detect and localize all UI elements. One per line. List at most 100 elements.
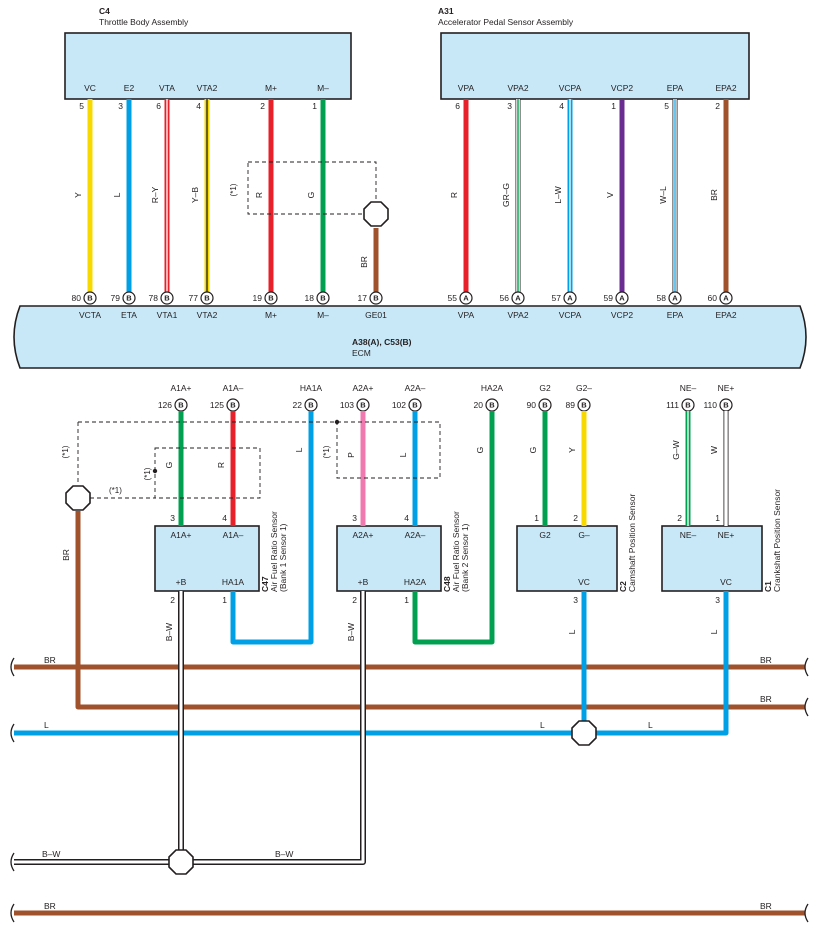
heater-feed-1-stripe — [14, 591, 183, 864]
sensor-name-C48: Air Fuel Ratio Sensor — [451, 511, 461, 592]
sensor-C2-top-num-0: 1 — [534, 513, 539, 523]
throttle-pin-label-5: M– — [317, 83, 329, 93]
pedal-wire-code-5: BR — [709, 189, 719, 201]
br-bus-3-break-right — [804, 903, 809, 923]
sensor-C48-bottom-label-1: HA2A — [404, 577, 427, 587]
sensor-C1-bottom-num-0: 3 — [715, 595, 720, 605]
pedal-wire-code-4: W–L — [658, 186, 668, 204]
ecm-bottom-label-7: G2– — [576, 383, 592, 393]
sensor-code-C47: C47 — [260, 576, 270, 592]
ecm-pin-label-VTA2: VTA2 — [197, 310, 218, 320]
sensor-code-C2: C2 — [618, 581, 628, 592]
pedal-pin-label-0: VPA — [458, 83, 475, 93]
sensor-C48-top-num-0: 3 — [352, 513, 357, 523]
throttle-wire-code-0: Y — [73, 192, 83, 198]
a1a-plus-wire-code: G — [164, 462, 174, 469]
sensor-C48-top-num-1: 4 — [404, 513, 409, 523]
sensor-C47-bottom-label-1: HA1A — [222, 577, 245, 587]
ecm-conn-56-icon — [511, 291, 525, 305]
heater-feed-1 — [14, 591, 184, 865]
ecm-conn-78-letter: B — [164, 294, 170, 303]
throttle-wire-code-3: Y–B — [190, 187, 200, 203]
sensor-C1-bottom-label-0: VC — [720, 577, 732, 587]
ecm-conn-60-letter: A — [723, 294, 729, 303]
ground-wire-code: BR — [359, 256, 369, 268]
sensor-vc-wire — [581, 591, 729, 736]
ecm-bottom-conn-111-letter: B — [685, 401, 691, 410]
sensor-box-C1 — [661, 525, 763, 592]
pedal-pin-label-2: VCPA — [559, 83, 582, 93]
ecm-pin-num-60: 60 — [708, 293, 718, 303]
ecm-conn-55-letter: A — [463, 294, 469, 303]
br-bus-2-code-right: BR — [760, 694, 772, 704]
sensor-code-C1: C1 — [763, 581, 773, 592]
ecm-pin-label-ETA: ETA — [121, 310, 137, 320]
ecm-conn-79-letter: B — [126, 294, 132, 303]
afr-shield-wire-code: BR — [61, 549, 71, 561]
pedal-pin-label-5: EPA2 — [715, 83, 736, 93]
shield-note-2: (*1) — [322, 445, 331, 458]
ecm-pin-label-VCPA: VCPA — [559, 310, 582, 320]
br-bus-1-code-left: BR — [44, 655, 56, 665]
l-bus-code-left: L — [44, 720, 49, 730]
ecm-bottom-num-89: 89 — [566, 400, 576, 410]
afr-shield-splice-icon — [65, 485, 91, 511]
br-bus-1-break-left — [10, 657, 15, 677]
pedal-wire-code-3: V — [605, 192, 615, 198]
sensor-C47-top-num-0: 3 — [170, 513, 175, 523]
ecm-bottom-num-103: 103 — [340, 400, 354, 410]
ecm-pin-label-VCP2: VCP2 — [611, 310, 633, 320]
pedal-pin-label-4: EPA — [667, 83, 684, 93]
br-bus-1-code-right: BR — [760, 655, 772, 665]
ecm-bottom-label-4: A2A– — [405, 383, 426, 393]
sensor-sub-C47: (Bank 1 Sensor 1) — [278, 523, 288, 592]
sensor-C47-top-label-0: A1A+ — [170, 530, 191, 540]
ecm-pin-label-EPA2: EPA2 — [715, 310, 736, 320]
ecm-bottom-num-126: 126 — [158, 400, 172, 410]
g2-wire-code: G — [528, 447, 538, 454]
ecm-name: ECM — [352, 348, 371, 358]
ne-minus-wire-code: G–W — [671, 440, 681, 459]
ecm-bottom-label-6: G2 — [539, 383, 551, 393]
g2-minus-wire-code: Y — [567, 447, 577, 453]
ecm-conn-57-letter: A — [567, 294, 573, 303]
ecm-bottom-label-8: NE– — [680, 383, 697, 393]
throttle-wire-code-2: R–Y — [150, 186, 160, 203]
ecm-conn-56-letter: A — [515, 294, 521, 303]
ecm-bottom-conn-126-letter: B — [178, 401, 184, 410]
ecm-conn-19-letter: B — [268, 294, 274, 303]
throttle-pin-num-2: 6 — [156, 101, 161, 111]
a2a-minus-wire-code: L — [398, 452, 408, 457]
throttle-pin-num-1: 3 — [118, 101, 123, 111]
heater-feed-2-code: B–W — [346, 623, 356, 641]
ground-splice-icon — [363, 201, 389, 227]
sensor-C2-top-label-1: G– — [578, 530, 590, 540]
sensor-C2-bottom-num-0: 3 — [573, 595, 578, 605]
pedal-sensor-name: Accelerator Pedal Sensor Assembly — [438, 17, 574, 27]
pedal-pin-num-5: 2 — [715, 101, 720, 111]
l-bus-code-mid: L — [540, 720, 545, 730]
br-bus-1-break-right — [804, 657, 809, 677]
bw-bus-break-left — [10, 852, 15, 872]
afr-shield-outline — [78, 421, 441, 479]
br-bus-2 — [75, 511, 805, 710]
heater-feed-2-stripe — [181, 591, 365, 864]
sensor-C1-top-num-0: 2 — [677, 513, 682, 523]
throttle-pin-label-3: VTA2 — [197, 83, 218, 93]
ecm-bottom-num-90: 90 — [527, 400, 537, 410]
ha1a-wire-code: L — [294, 447, 304, 452]
pedal-wire-code-2: L–W — [553, 186, 563, 203]
ecm-conn-80-icon — [83, 291, 97, 305]
sensor-code-C48: C48 — [442, 576, 452, 592]
pedal-sensor-box — [440, 32, 750, 100]
pedal-pin-num-0: 6 — [455, 101, 460, 111]
sensor-box-C2 — [516, 525, 618, 592]
ecm-bottom-label-9: NE+ — [718, 383, 735, 393]
ecm-pin-label-VTA1: VTA1 — [157, 310, 178, 320]
ecm-bottom-num-102: 102 — [392, 400, 406, 410]
sensor-C2-top-label-0: G2 — [539, 530, 551, 540]
ecm-pin-label-VPA2: VPA2 — [507, 310, 528, 320]
sensor-C1-top-num-1: 1 — [715, 513, 720, 523]
pedal-pin-num-4: 5 — [664, 101, 669, 111]
ecm-pin-num-80: 80 — [72, 293, 82, 303]
